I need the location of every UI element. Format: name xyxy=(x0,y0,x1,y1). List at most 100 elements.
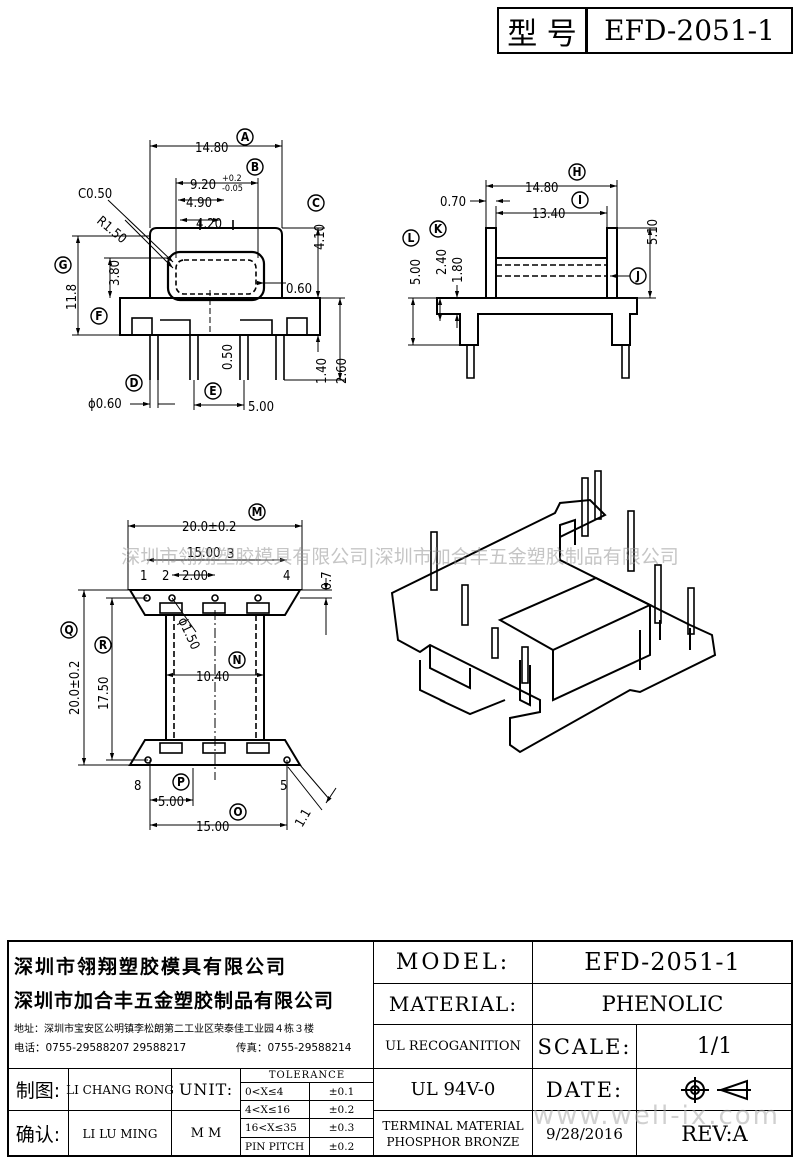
svg-text:L: L xyxy=(408,231,415,245)
dim-q200: 20.0±0.2 xyxy=(68,661,83,715)
dim-140: 1.40 xyxy=(315,358,330,384)
company-name-1: 深圳市翎翔塑胶模具有限公司 xyxy=(14,956,288,978)
dim-1340: 13.40 xyxy=(532,207,565,222)
callout-i: I xyxy=(571,191,589,209)
tol-range-3: 16<X≤35 xyxy=(240,1118,310,1138)
ul-value: UL 94V-0 xyxy=(373,1068,533,1111)
tol-value-2: ±0.2 xyxy=(309,1100,374,1119)
dim-1500: 15.00 xyxy=(187,546,220,561)
projection-symbol-cell xyxy=(636,1068,793,1111)
scale-value: 1/1 xyxy=(636,1024,793,1069)
tol-value-4: ±0.2 xyxy=(309,1137,374,1157)
svg-text:G: G xyxy=(59,258,68,272)
header-model: EFD-2051-1 xyxy=(586,7,793,54)
dim-050: 0.50 xyxy=(221,344,236,370)
header-label: 型 号 xyxy=(497,7,587,54)
dim-c050: C0.50 xyxy=(78,187,112,202)
check-label: 确认: xyxy=(7,1110,69,1157)
svg-text:B: B xyxy=(251,160,259,174)
callout-f: F xyxy=(90,307,108,325)
dim-phi150: ϕ1.50 xyxy=(174,615,202,652)
dim-11: 1.1 xyxy=(292,806,314,830)
dim-510: 5.10 xyxy=(646,219,661,245)
svg-text:P: P xyxy=(177,775,185,789)
dim-1040: 10.40 xyxy=(196,670,229,685)
terminal-label: TERMINAL MATERIAL xyxy=(382,1118,524,1133)
check-name: LI LU MING xyxy=(68,1110,172,1157)
callout-l: L xyxy=(402,229,420,247)
dim-200: 2.00 xyxy=(182,569,208,584)
dim-490: 4.90 xyxy=(186,196,212,211)
dim-b-tol-up: +0.2 xyxy=(222,174,242,184)
svg-text:J: J xyxy=(635,269,640,283)
callout-o: O xyxy=(229,803,247,821)
callout-k: K xyxy=(429,220,447,238)
pin-3: 3 xyxy=(227,547,234,562)
ul-label: UL RECOGANITION xyxy=(373,1024,533,1069)
svg-text:H: H xyxy=(572,165,581,179)
terminal-material: TERMINAL MATERIAL PHOSPHOR BRONZE xyxy=(373,1110,533,1157)
callout-c: C xyxy=(307,194,325,212)
date-label: DATE: xyxy=(532,1068,637,1111)
callout-p: P xyxy=(172,773,190,791)
svg-text:O: O xyxy=(233,805,242,819)
svg-text:I: I xyxy=(578,193,582,207)
svg-text:C: C xyxy=(312,196,320,210)
callout-h: H xyxy=(568,163,586,181)
dim-060: 0.60 xyxy=(286,282,312,297)
dim-a: 14.80 xyxy=(195,141,228,156)
pin-8: 8 xyxy=(134,779,141,794)
tol-value-1: ±0.1 xyxy=(309,1082,374,1101)
tolerance-title: TOLERANCE xyxy=(240,1068,374,1083)
callout-q: Q xyxy=(60,621,78,639)
callout-n: N xyxy=(228,651,246,669)
dim-phi060: ϕ0.60 xyxy=(88,397,122,412)
company-phone: 电话：0755-29588207 29588217 xyxy=(14,1042,187,1054)
company-fax: 传真：0755-29588214 xyxy=(236,1042,352,1054)
company-name-2: 深圳市加合丰五金塑胶制品有限公司 xyxy=(14,990,335,1012)
tol-value-3: ±0.3 xyxy=(309,1118,374,1138)
projection-icon xyxy=(680,1076,751,1103)
dim-07: 0.7 xyxy=(320,571,335,590)
dim-l500: 5.00 xyxy=(409,259,424,285)
dim-260: 2.60 xyxy=(335,358,350,384)
drawn-name: LI CHANG RONG xyxy=(66,1068,174,1111)
terminal-value: PHOSPHOR BRONZE xyxy=(386,1134,520,1149)
dim-o1500: 15.00 xyxy=(196,820,229,835)
dim-1750: 17.50 xyxy=(97,677,112,710)
dim-240: 2.40 xyxy=(435,249,450,275)
drawn-label: 制图: xyxy=(7,1068,69,1111)
dim-h1480: 14.80 xyxy=(525,181,558,196)
model-label: MODEL: xyxy=(373,940,533,984)
unit-value: M M xyxy=(171,1110,241,1157)
dim-b-tol-dn: -0.05 xyxy=(222,184,243,194)
scale-label: SCALE: xyxy=(532,1024,637,1069)
callout-m: M xyxy=(248,503,266,521)
material-value: PHENOLIC xyxy=(532,983,793,1025)
callout-g: G xyxy=(54,256,72,274)
tol-range-1: 0<X≤4 xyxy=(240,1082,310,1101)
model-value: EFD-2051-1 xyxy=(532,940,793,984)
tol-range-4: PIN PITCH xyxy=(240,1137,310,1157)
dim-m200: 20.0±0.2 xyxy=(182,520,236,535)
dim-410: 4.10 xyxy=(313,224,328,250)
watermark: 深圳市翎翔塑胶模具有限公司|深圳市加合丰五金塑胶制品有限公司 xyxy=(121,546,679,568)
unit-label: UNIT: xyxy=(171,1068,241,1111)
callout-e: E xyxy=(204,382,222,400)
dim-b: 9.20 xyxy=(190,178,216,193)
svg-text:D: D xyxy=(130,376,139,390)
callout-j: J xyxy=(629,267,647,285)
technical-drawing: 14.80 9.20 +0.2 -0.05 4.90 4.20 C0.50 R1… xyxy=(54,128,717,835)
svg-text:E: E xyxy=(209,384,216,398)
svg-text:K: K xyxy=(434,222,443,236)
dim-p500: 5.00 xyxy=(158,795,184,810)
dim-380: 3.80 xyxy=(108,260,123,286)
tol-range-2: 4<X≤16 xyxy=(240,1100,310,1119)
dim-e500: 5.00 xyxy=(248,400,274,415)
callout-d: D xyxy=(125,374,143,392)
dim-118: 11.8 xyxy=(65,284,80,310)
callout-b: B xyxy=(246,158,264,176)
callout-r: R xyxy=(94,636,112,654)
svg-text:F: F xyxy=(95,309,102,323)
pin-2: 2 xyxy=(162,569,169,584)
